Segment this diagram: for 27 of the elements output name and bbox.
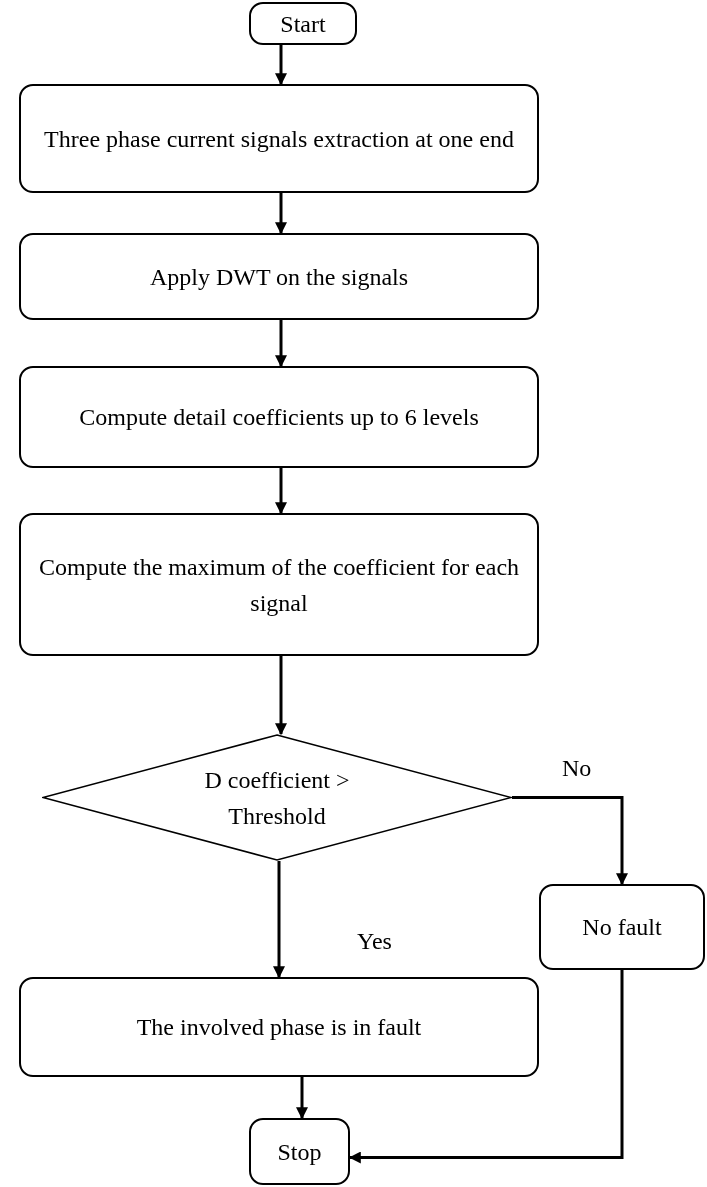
arrow: [512, 796, 628, 886]
node-text: Compute the maximum of the coefficient for each signal: [37, 552, 521, 618]
node-text: Compute detail coefficients up to 6 levels: [78, 403, 480, 432]
arrow: [296, 1077, 308, 1120]
process-box: [19, 513, 539, 656]
node-text: Apply DWT on the signals: [148, 262, 410, 292]
decision-diamond: [42, 734, 512, 861]
arrow: [273, 861, 285, 979]
process-box: [539, 884, 705, 970]
terminal-box: [249, 2, 357, 45]
node-text: The involved phase is in fault: [135, 1013, 423, 1042]
arrow: [275, 45, 287, 86]
node-text: No fault: [581, 913, 663, 942]
arrow: [275, 320, 287, 368]
process-box: [19, 84, 539, 193]
node-text: Start: [279, 9, 327, 39]
process-box: [19, 977, 539, 1077]
terminal-box: [249, 1118, 350, 1185]
process-box: [19, 366, 539, 468]
node-text: Three phase current signals extraction at one end: [43, 124, 515, 154]
process-box: [19, 233, 539, 320]
arrow: [275, 656, 287, 736]
node-text: D coefficient > Threshold: [203, 765, 351, 831]
node-text: Stop: [276, 1137, 323, 1167]
arrow: [275, 468, 287, 515]
arrow: [275, 193, 287, 235]
arrow: [348, 970, 624, 1164]
